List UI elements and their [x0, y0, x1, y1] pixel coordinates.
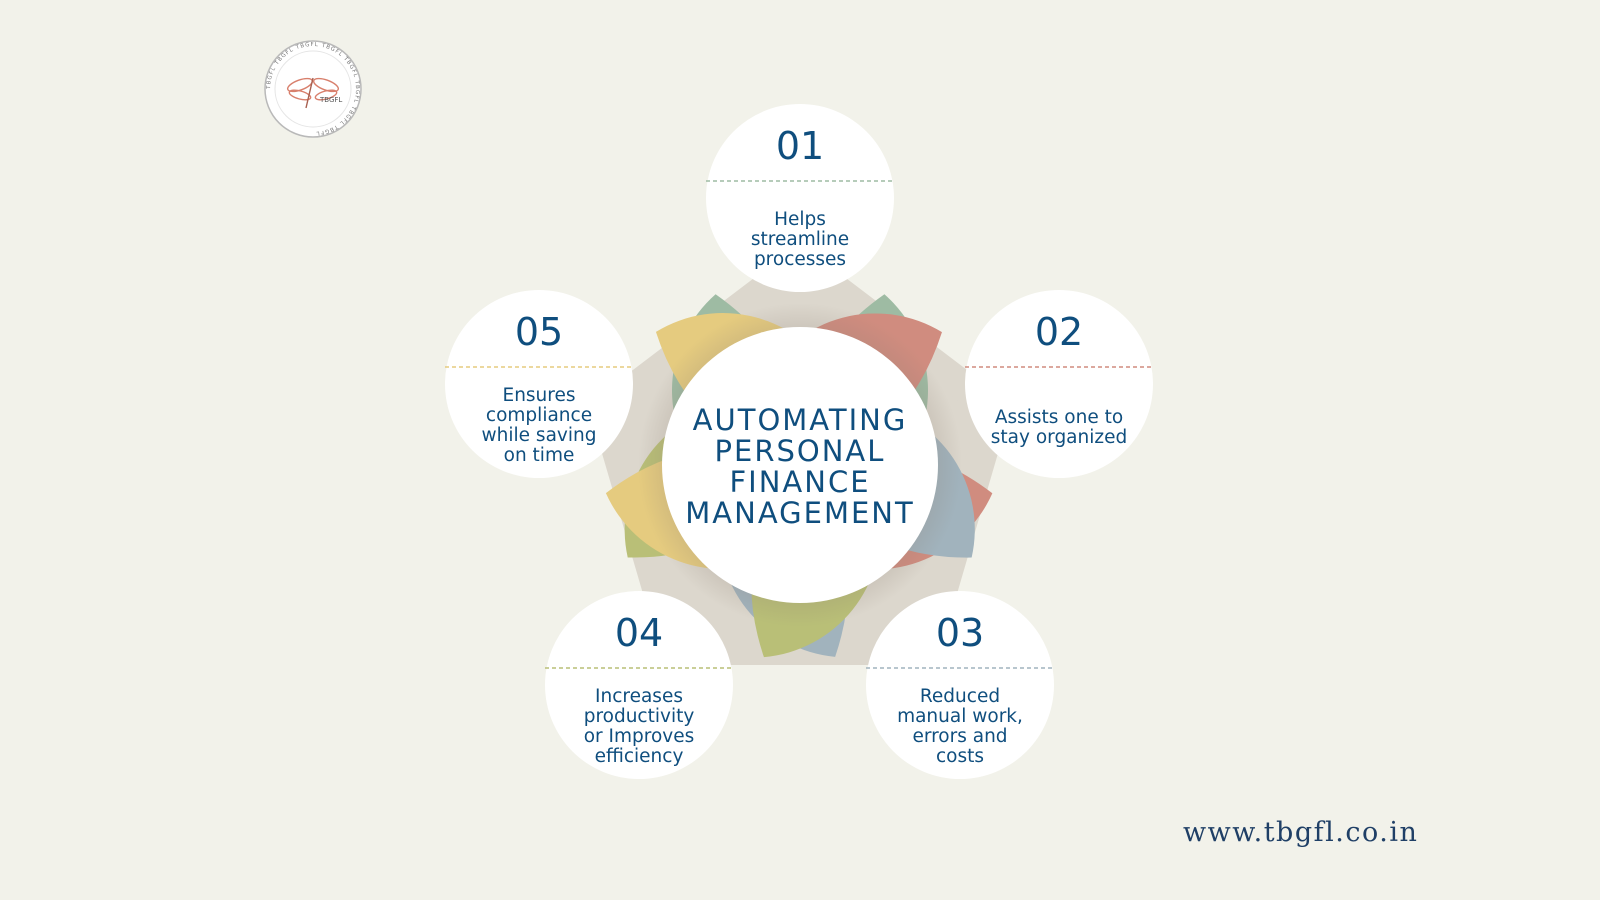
description-line: processes [753, 249, 847, 270]
description-line: while saving [481, 425, 597, 446]
balloon-inner-01 [706, 104, 894, 292]
node-number: 05 [514, 310, 564, 354]
description-line: costs [935, 746, 985, 767]
description-line: productivity [583, 706, 695, 727]
node-number: 02 [1034, 310, 1084, 354]
description-line: on time [503, 445, 575, 466]
center-title: AUTOMATING PERSONAL FINANCE MANAGEMENT [660, 405, 940, 529]
description-line: Increases [595, 686, 683, 707]
description-line: or Improves [583, 726, 695, 747]
description-line: Helps [774, 209, 826, 230]
description-line: Reduced [919, 686, 1001, 707]
balloon-inner-03 [866, 591, 1054, 779]
center-circle [662, 327, 938, 603]
node-number: 03 [935, 611, 985, 655]
title-line: MANAGEMENT [685, 496, 915, 530]
description-line: manual work, [897, 706, 1023, 727]
balloon-inner-04 [545, 591, 733, 779]
node-number: 01 [775, 124, 825, 168]
logo-text: TBGFL [319, 96, 342, 104]
description-line: efficiency [594, 746, 684, 767]
node-number: 04 [614, 611, 664, 655]
center-hub [638, 303, 962, 627]
title-line: AUTOMATING [692, 403, 908, 437]
tbgfl-logo: TBGFL TBGFL TBGFL TBGFL TBGFL TBGFL TBGF… [264, 40, 362, 138]
title-line: FINANCE [729, 465, 871, 499]
balloon-inner-02 [965, 290, 1153, 478]
website-url[interactable]: www.tbgfl.co.in [1183, 817, 1419, 848]
description-line: stay organized [990, 427, 1128, 448]
description-line: streamline [750, 229, 850, 250]
description-line: compliance [485, 405, 593, 426]
dragonfly-icon [286, 77, 340, 109]
balloon-inner-05 [445, 290, 633, 478]
description-line: Ensures [502, 385, 576, 406]
description-line: Assists one to [994, 407, 1124, 428]
title-line: PERSONAL [714, 434, 886, 468]
description-line: errors and [912, 726, 1008, 747]
